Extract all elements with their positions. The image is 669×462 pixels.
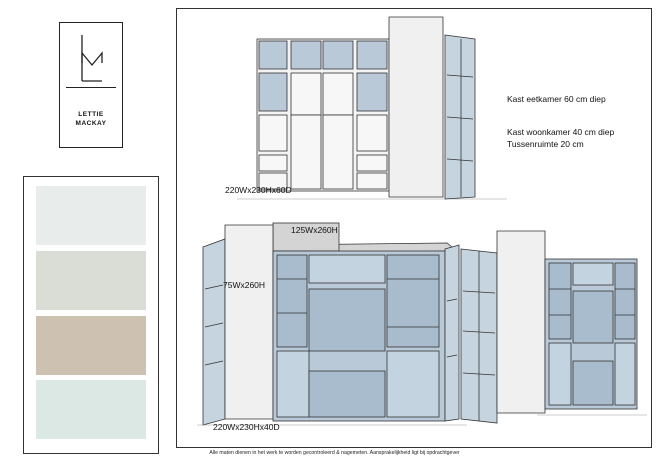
swatch-2: [36, 251, 146, 310]
disclaimer-footer: Alle maten dienen in het werk te worden …: [209, 450, 460, 456]
color-swatch-panel: [23, 176, 159, 454]
logo-divider: [66, 87, 116, 88]
cabinet-drawings: [197, 16, 647, 426]
swatch-4: [36, 380, 146, 439]
drawing-frame: 220Wx230Hx60D Kast eetkamer 60 cm diep K…: [176, 8, 652, 448]
note-dining-cabinet-depth: Kast eetkamer 60 cm diep: [507, 94, 606, 104]
top-panel-dimensions: 125Wx260H: [291, 225, 338, 235]
brand-logo: LETTIE MACKAY: [59, 22, 123, 148]
swatch-3: [36, 316, 146, 375]
bottom-cabinet-dimensions: 220Wx230Hx40D: [213, 422, 280, 432]
bottom-right-cabinet-drawing: [460, 230, 647, 424]
bottom-left-cabinet-drawing: [197, 222, 467, 426]
note-living-cabinet-depth: Kast woonkamer 40 cm diep: [507, 127, 615, 137]
swatch-1: [36, 186, 146, 245]
lm-monogram-icon: [81, 35, 103, 82]
side-panel-dimensions: 75Wx260H: [223, 280, 266, 290]
brand-name-line2: MACKAY: [75, 120, 107, 127]
top-cabinet-drawing: [237, 16, 507, 200]
brand-name-line1: LETTIE: [78, 111, 104, 118]
note-gap-size: Tussenruimte 20 cm: [507, 139, 584, 149]
top-cabinet-dimensions: 220Wx230Hx60D: [225, 185, 292, 195]
